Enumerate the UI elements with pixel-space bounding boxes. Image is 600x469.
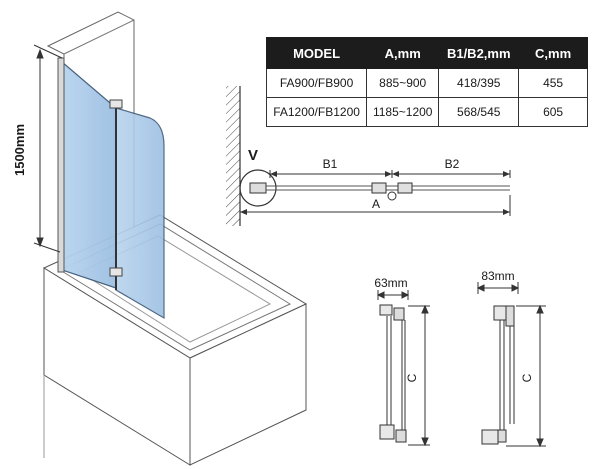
spec-table: MODEL A,mm B1/B2,mm C,mm FA900/FB900 885… bbox=[265, 37, 588, 127]
header-model: MODEL bbox=[265, 37, 368, 69]
cell-b1b2: 418/395 bbox=[438, 68, 520, 98]
detail-left-height-label: C bbox=[405, 373, 419, 382]
cell-c: 455 bbox=[518, 68, 588, 98]
bath-screen-illustration bbox=[42, 11, 308, 466]
detail-right-drawing bbox=[476, 282, 546, 448]
table-row: FA900/FB900 885~900 418/395 455 bbox=[265, 68, 588, 98]
height-dimension bbox=[33, 44, 63, 253]
cell-a: 1185~1200 bbox=[366, 97, 440, 127]
a-label: A bbox=[372, 197, 380, 211]
detail-right-height-label: C bbox=[520, 373, 534, 382]
header-b1b2: B1/B2,mm bbox=[438, 37, 520, 69]
wall-hatch bbox=[226, 86, 240, 226]
detail-left-drawing bbox=[376, 290, 430, 447]
cell-model: FA1200/FB1200 bbox=[265, 97, 368, 127]
table-row: FA1200/FB1200 1185~1200 568/545 605 bbox=[265, 97, 588, 127]
cell-model: FA900/FB900 bbox=[265, 68, 368, 98]
detail-right-width-label: 83mm bbox=[481, 269, 514, 283]
detail-left-width-label: 63mm bbox=[374, 276, 407, 290]
header-c: C,mm bbox=[518, 37, 588, 69]
spec-table-header-row: MODEL A,mm B1/B2,mm C,mm bbox=[265, 37, 588, 69]
cell-a: 885~900 bbox=[366, 68, 440, 98]
height-label: 1500mm bbox=[12, 124, 27, 176]
cell-c: 605 bbox=[518, 97, 588, 127]
cell-b1b2: 568/545 bbox=[438, 97, 520, 127]
header-a: A,mm bbox=[366, 37, 440, 69]
top-view-drawing bbox=[226, 86, 511, 226]
view-label: V bbox=[248, 147, 258, 164]
b2-label: B2 bbox=[445, 157, 460, 171]
detail-circle bbox=[239, 169, 277, 207]
b1-label: B1 bbox=[323, 157, 338, 171]
